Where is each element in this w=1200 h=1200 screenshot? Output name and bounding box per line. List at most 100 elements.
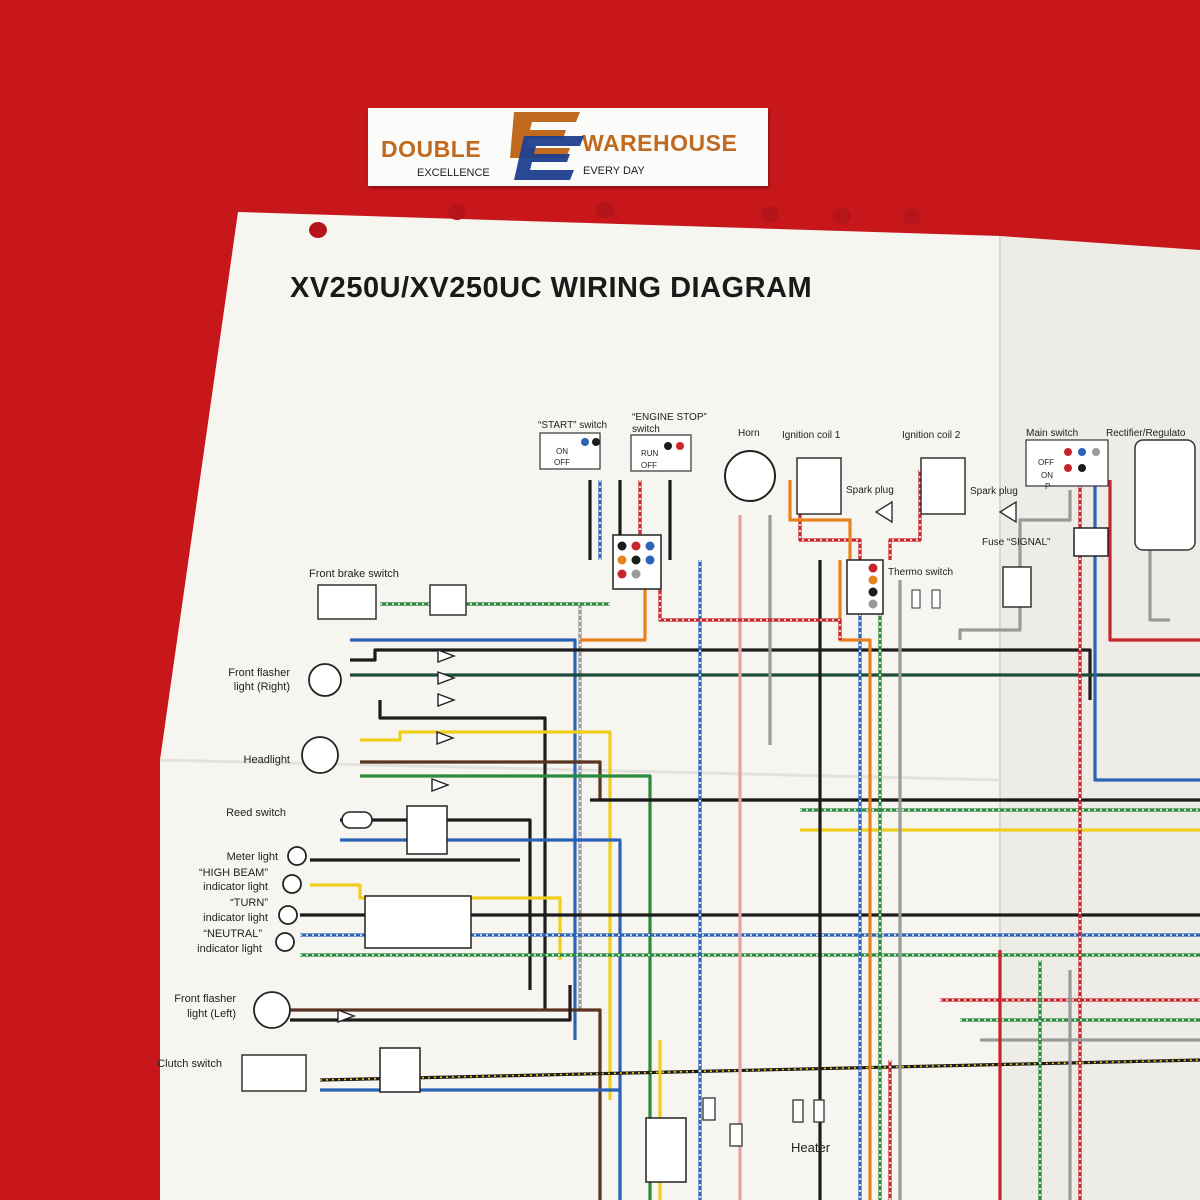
- front-flasher-right-bulb-icon: [308, 663, 342, 697]
- wire-highbeam-yellow: [310, 883, 562, 960]
- thermo-switch-label: Thermo switch: [888, 567, 954, 578]
- thermo-pin-3: [868, 587, 878, 597]
- bottom-diode-1-icon: [702, 1097, 716, 1121]
- spark-plug-1-icon: [874, 500, 893, 524]
- neutral-indicator-bulb-icon: [275, 932, 295, 952]
- front-flasher-right-label-line1: Front flasher: [228, 667, 290, 679]
- brand-left-word: DOUBLE: [381, 136, 482, 162]
- front-flasher-right-label-line2: light (Right): [233, 681, 290, 693]
- meter-light-bulb-icon: [287, 846, 307, 866]
- main-switch-label: Main switch: [1026, 428, 1079, 439]
- main-switch-box: [1025, 439, 1109, 487]
- wire-headlight-green: [360, 774, 652, 1200]
- thermo-connector: [846, 559, 884, 615]
- clutch-switch-icon: [241, 1054, 307, 1092]
- fuse-signal-label: Fuse “SIGNAL”: [982, 537, 1051, 548]
- thermo-switch-terminal-2: [931, 589, 941, 609]
- thermo-switch-terminal-1: [911, 589, 921, 609]
- diode-4-icon: [436, 730, 455, 746]
- punch-hole-3: [596, 202, 614, 218]
- bottom-diode-2-icon: [729, 1123, 743, 1147]
- spark-plug-2-label: Spark plug: [970, 486, 1018, 497]
- wire-main-red-2: [1108, 480, 1200, 642]
- ignition-coil-1-label: Ignition coil 1: [782, 430, 841, 441]
- front-flasher-left-bulb-icon: [253, 991, 291, 1029]
- diode-3-icon: [437, 692, 456, 708]
- switch-terminal-2: [592, 438, 600, 446]
- reed-connector: [406, 805, 448, 855]
- connector-pin-6: [645, 555, 655, 565]
- headlight-label: Headlight: [243, 754, 290, 766]
- neutral-label-line1: “NEUTRAL”: [203, 928, 262, 940]
- front-brake-switch-icon: [317, 584, 377, 620]
- start-switch-box: [539, 432, 601, 470]
- neutral-label-line2: indicator light: [197, 943, 262, 955]
- bottom-connector: [645, 1117, 687, 1183]
- start-on-label: ON: [556, 447, 568, 456]
- wire-start-orange: [580, 570, 647, 642]
- connector-pin-1: [617, 541, 627, 551]
- heater-terminal-2: [813, 1099, 825, 1123]
- main-switch-terminal-4: [1064, 464, 1072, 472]
- rectifier-regulator: [1134, 439, 1196, 551]
- meter-light-label: Meter light: [226, 851, 278, 863]
- brand-sticker: DOUBLE WAREHOUSE EXCELLENCE EVERY DAY: [368, 108, 768, 186]
- horn-label: Horn: [738, 428, 760, 439]
- engine-stop-switch-box: [630, 434, 692, 472]
- rectifier-regulator-label: Rectifier/Regulato: [1106, 428, 1186, 439]
- engine-stop-switch-label-line1: “ENGINE STOP”: [632, 412, 707, 423]
- high-beam-label-line1: “HIGH BEAM”: [198, 867, 268, 879]
- ignition-coil-2-icon: [920, 457, 966, 515]
- high-beam-bulb-icon: [282, 874, 302, 894]
- main-switch-terminal-5: [1078, 464, 1086, 472]
- wire-flasher-left-brown: [290, 1008, 602, 1200]
- punch-hole-1: [309, 222, 327, 238]
- heater-label: Heater: [791, 1140, 831, 1155]
- clutch-connector: [379, 1047, 421, 1093]
- ignition-coil-1-icon: [796, 457, 842, 515]
- wire-loop-black: [378, 700, 547, 1010]
- engine-stop-run-label: RUN: [641, 449, 659, 458]
- wire-rect-gray: [1148, 540, 1170, 622]
- wire-flasher-right-black: [350, 648, 1092, 700]
- wire-ign1-orange: [788, 480, 852, 560]
- main-switch-p-label: P: [1045, 482, 1051, 491]
- switch-terminal-1: [581, 438, 589, 446]
- turn-indicator-bulb-icon: [278, 905, 298, 925]
- wire-start-red-stripe: [659, 570, 841, 640]
- indicator-connector-block: [364, 895, 472, 949]
- brand-right-word: WAREHOUSE: [582, 130, 738, 156]
- connector-pin-8: [631, 569, 641, 579]
- wire-reed-blue: [340, 838, 622, 1200]
- connector-pin-4: [617, 555, 627, 565]
- wire-ign2-red-stripe: [889, 470, 921, 560]
- paper-sheet-right: [1000, 236, 1200, 1200]
- engine-stop-off-label: OFF: [641, 461, 657, 470]
- main-switch-terminal-2: [1078, 448, 1086, 456]
- ignition-coil-2-label: Ignition coil 2: [902, 430, 961, 441]
- engine-stop-switch-label-line2: switch: [632, 424, 660, 435]
- punch-hole-6: [903, 209, 921, 225]
- diagram-title: XV250U/XV250UC WIRING DIAGRAM: [290, 272, 813, 304]
- double-e-logo-icon: [510, 112, 584, 180]
- start-switch-label: “START” switch: [538, 420, 608, 431]
- front-brake-switch-label: Front brake switch: [309, 568, 399, 580]
- connector-pin-7: [617, 569, 627, 579]
- punch-hole-2: [448, 204, 466, 220]
- diode-1-icon: [437, 648, 456, 664]
- punch-hole-5: [833, 208, 851, 224]
- turn-label-line1: “TURN”: [230, 897, 268, 909]
- reed-switch-label: Reed switch: [226, 807, 286, 819]
- connector-pin-3: [645, 541, 655, 551]
- diode-6-icon: [337, 1008, 356, 1024]
- heater-terminal-1: [792, 1099, 804, 1123]
- punch-hole-4: [761, 206, 779, 222]
- front-flasher-left-label-line1: Front flasher: [174, 993, 236, 1005]
- main-switch-on-label: ON: [1041, 471, 1053, 480]
- wire-flasher-right-blue: [350, 638, 577, 1040]
- main-switch-terminal-1: [1064, 448, 1072, 456]
- spark-plug-1-label: Spark plug: [846, 485, 894, 496]
- turn-label-line2: indicator light: [203, 912, 268, 924]
